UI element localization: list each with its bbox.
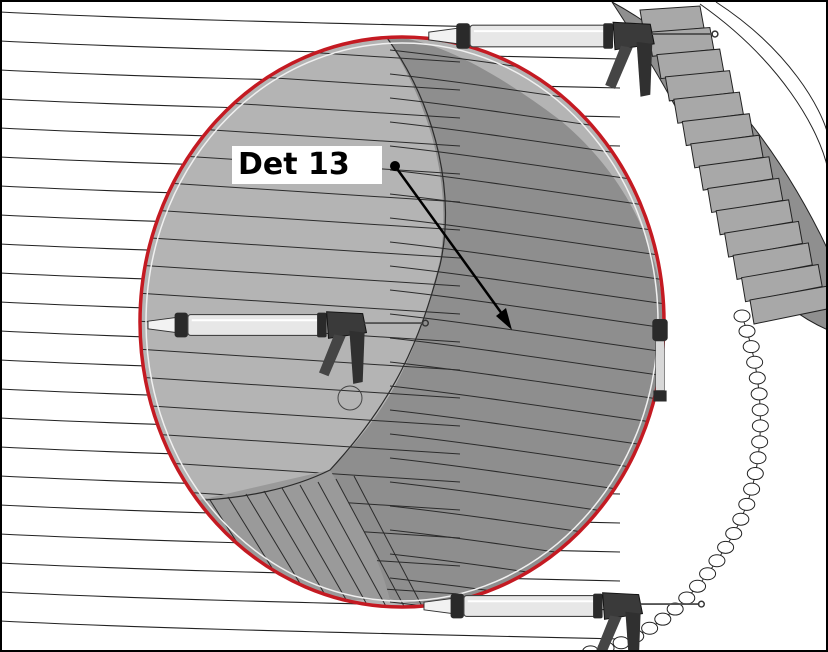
callout-arrow-icon: [390, 161, 512, 330]
curved-bench: [611, 1, 828, 331]
back-panel: [138, 35, 666, 609]
detail-callout-label: Det 13: [232, 146, 382, 184]
edge-bead: [582, 309, 769, 652]
caulking-gun-icon: [652, 318, 668, 402]
